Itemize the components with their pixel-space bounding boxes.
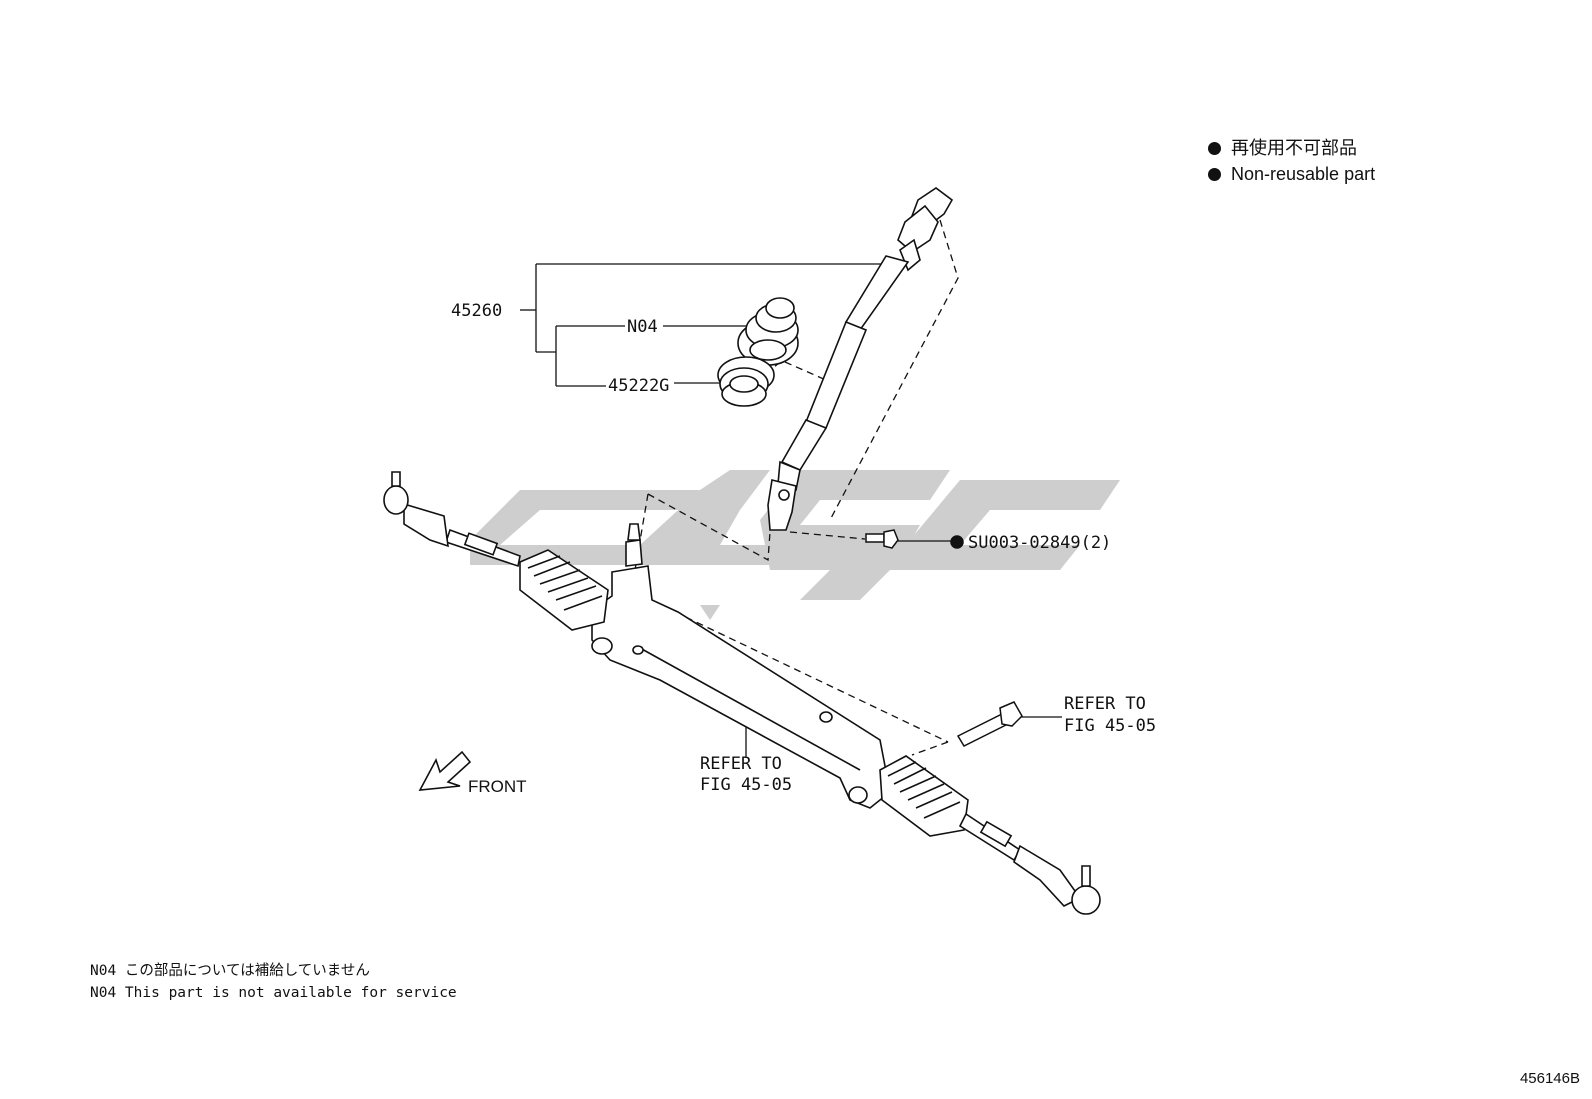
bullet-icon xyxy=(1208,167,1221,181)
mounting-bolt xyxy=(956,701,1023,747)
assembly-dashed-lines xyxy=(634,219,959,756)
label-refer-mid-2: FIG 45-05 xyxy=(700,775,792,795)
label-refer-mid-1: REFER TO xyxy=(700,754,782,774)
legend: 再使用不可部品 Non-reusable part xyxy=(1208,135,1375,187)
seal-45222g xyxy=(717,356,775,407)
legend-text-ja: 再使用不可部品 xyxy=(1231,138,1357,158)
note-ja: N04 この部品については補給していません xyxy=(90,963,370,979)
label-45260: 45260 xyxy=(451,301,502,321)
note-en: N04 This part is not available for servi… xyxy=(90,985,457,1001)
label-refer-right-2: FIG 45-05 xyxy=(1064,716,1156,736)
figure-id: 456146B xyxy=(1519,1070,1580,1087)
legend-text-en: Non-reusable part xyxy=(1231,164,1376,184)
watermark-logo xyxy=(470,470,1120,620)
callout-bracket xyxy=(520,263,1062,758)
label-n04: N04 xyxy=(627,317,658,337)
boot-n04 xyxy=(737,297,799,366)
legend-row-ja: 再使用不可部品 xyxy=(1208,135,1375,161)
left-tie-rod xyxy=(383,471,521,568)
label-su003: SU003-02849(2) xyxy=(968,533,1111,553)
bullet-icon xyxy=(1208,141,1221,155)
label-refer-right-1: REFER TO xyxy=(1064,694,1146,714)
label-front: FRONT xyxy=(468,777,527,796)
footnotes: N04 この部品については補給していません N04 This part is n… xyxy=(90,960,457,1004)
right-tie-rod xyxy=(958,812,1101,915)
right-rack-boot xyxy=(879,755,969,837)
label-45222g: 45222G xyxy=(608,376,669,396)
front-arrow-icon xyxy=(418,750,472,791)
bolt-su003 xyxy=(865,529,964,549)
legend-row-en: Non-reusable part xyxy=(1208,161,1375,187)
left-rack-boot xyxy=(519,549,609,631)
intermediate-shaft xyxy=(767,187,954,531)
